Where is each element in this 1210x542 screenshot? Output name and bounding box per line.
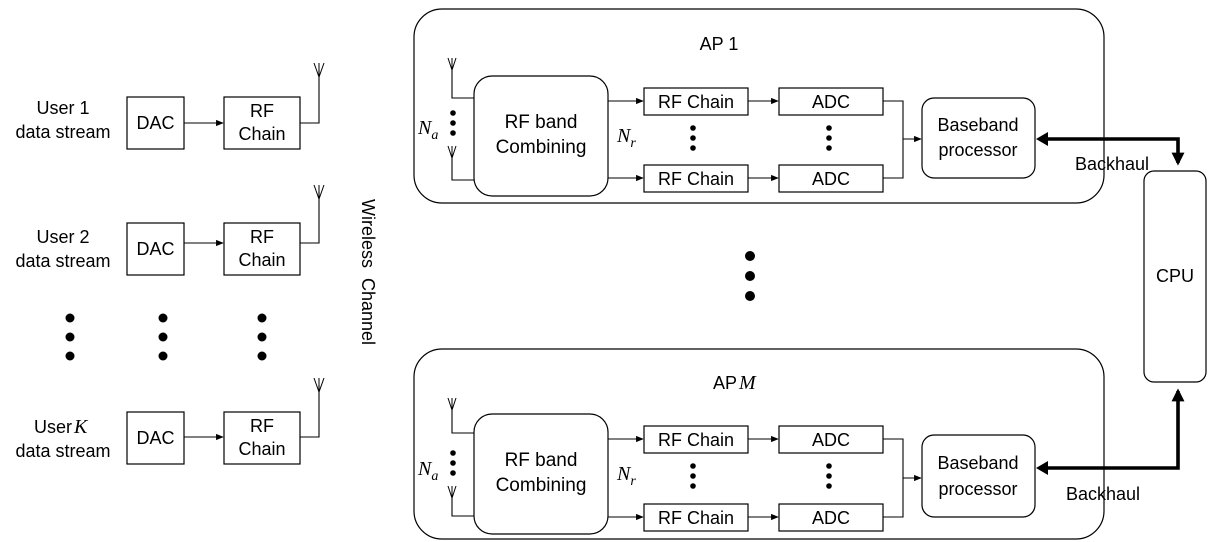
ap-m-index: M [738,372,757,394]
user-k-index: K [73,416,89,438]
user-k-rf-label-1: RF [250,416,274,436]
ap-m-backhaul-link [1036,388,1185,475]
user-2-label: User 2 [36,227,89,247]
ap-1-baseband-block [921,97,1036,179]
ap-1-rf-chain-bottom-block [643,164,749,193]
user-2-antenna-icon [313,184,325,201]
ap-1-antenna-bottom-icon [447,145,457,160]
user-2-rf-block [223,222,301,276]
ap-m-antenna-ellipsis [450,450,456,476]
user-1-rf-label-1: RF [250,101,274,121]
ap-1-adc-bottom-block [778,164,884,193]
ap-m-combiner-label-1: RF band [505,450,578,471]
ap-m-baseband-label-2: processor [938,479,1017,499]
user-1-dac-block [126,96,185,150]
ap-1-combiner-label-1: RF band [505,112,578,133]
ap-1-chain-ellipsis [690,125,832,151]
user-2-stream-label: data stream [15,251,110,271]
user-2-rf-label-1: RF [250,227,274,247]
ap-1-adc-top-label: ADC [812,92,850,112]
ap-1-rf-combiner-block [473,75,609,197]
ap-m-rf-chain-bottom-label: RF Chain [658,508,734,528]
user-k-antenna-icon [313,377,325,394]
ap-m-adc-merge-line [883,438,904,518]
ap-1: AP 1 Na RF band Combining Nr RF Chain AD… [413,8,1105,204]
ap-1-na-label: Na [417,117,438,143]
user-2-dac-label: DAC [136,239,174,259]
ap-1-antenna-top-feed [451,70,474,99]
user-1-label: User 1 [36,98,89,118]
ap-m-antenna-top-feed [451,410,474,434]
user-k-rf-label-2: Chain [238,439,285,459]
user-1-antenna-feed [300,70,320,124]
ap-m-rf-chain-top-block [643,425,749,454]
ap-1-enclosure [413,8,1105,204]
ap-m-backhaul-label: Backhaul [1066,484,1140,504]
ap-m-nr-label: Nr [616,463,636,489]
ap-m-chain-ellipsis [690,463,832,489]
user-k-stream-label: data stream [15,441,110,461]
ap-m-enclosure [413,348,1105,540]
user-k-antenna-feed [300,385,320,438]
cpu-block [1143,170,1207,383]
ap-m-adc-bottom-label: ADC [812,508,850,528]
ap-m-na-label: Na [417,458,438,484]
ap-1-backhaul-label: Backhaul [1075,154,1149,174]
ap-m-rf-chain-bottom-block [643,503,749,532]
ap-1-adc-bottom-label: ADC [812,169,850,189]
user-2-antenna-feed [300,192,320,244]
ap-1-antenna-bottom-feed [451,158,474,181]
user-1-rf-block [223,96,301,150]
ap-m: AP M Na RF band Combining Nr RF Chain AD… [413,348,1105,540]
user-k-label: User [34,417,72,437]
ap-1-adc-merge-line [883,100,904,179]
user-1-transmitter: User 1 data stream DAC RF Chain [15,62,325,150]
ap-m-antenna-top-icon [447,397,457,412]
ap-m-baseband-label-1: Baseband [937,453,1018,473]
user-k-dac-block [126,411,185,465]
user-ellipsis [65,313,267,361]
user-2-dac-block [126,222,185,276]
wireless-channel-label: Wireless Channel [358,199,378,345]
ap-1-antenna-ellipsis [450,110,456,136]
ap-m-title: AP [713,373,737,393]
ap-m-antenna-bottom-feed [451,498,474,517]
user-1-stream-label: data stream [15,122,110,142]
user-k-rf-block [223,411,301,465]
ap-1-combiner-label-2: Combining [496,137,587,158]
user-k-transmitter: User K data stream DAC RF Chain [15,377,325,465]
cpu-label: CPU [1156,266,1194,286]
ap-m-baseband-block [921,434,1036,518]
ap-1-backhaul-link [1036,132,1185,166]
ap-1-rf-chain-top-label: RF Chain [658,92,734,112]
user-2-transmitter: User 2 data stream DAC RF Chain [15,184,325,276]
user-2-rf-label-2: Chain [238,250,285,270]
ap-1-title: AP 1 [700,34,739,54]
user-1-antenna-icon [313,62,325,79]
ap-1-adc-top-block [778,87,884,116]
user-1-rf-label-2: Chain [238,124,285,144]
user-1-dac-label: DAC [136,113,174,133]
ap-m-adc-top-label: ADC [812,430,850,450]
user-k-dac-label: DAC [136,428,174,448]
ap-m-antenna-bottom-icon [447,485,457,500]
ap-m-rf-chain-top-label: RF Chain [658,430,734,450]
ap-m-combiner-label-2: Combining [496,475,587,496]
ap-m-rf-combiner-block [473,413,609,535]
ap-m-adc-top-block [778,425,884,454]
ap-1-baseband-label-2: processor [938,140,1017,160]
ap-1-antenna-top-icon [447,57,457,72]
ap-1-rf-chain-bottom-label: RF Chain [658,169,734,189]
ap-ellipsis [745,251,755,301]
ap-1-nr-label: Nr [616,125,636,151]
ap-1-baseband-label-1: Baseband [937,115,1018,135]
